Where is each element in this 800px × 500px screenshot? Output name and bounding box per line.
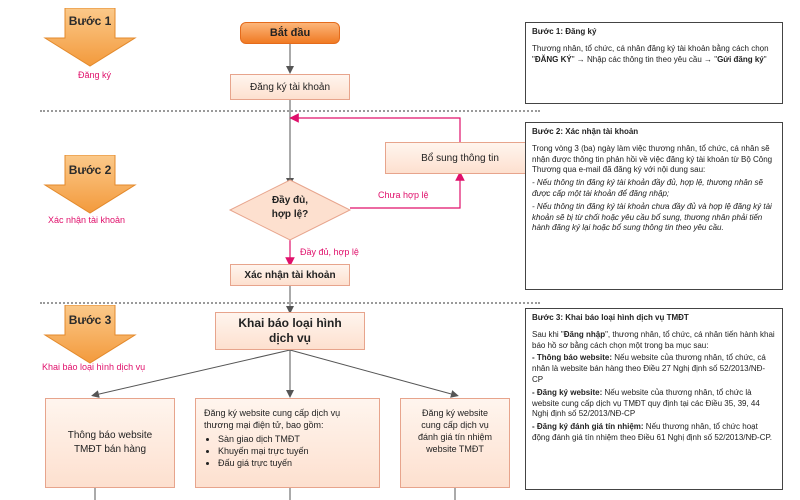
note-text: " [763, 54, 767, 64]
note-text: Nếu thương nhân, tổ chức hoạt động đánh … [532, 422, 773, 442]
step-3-caption: Khai báo loại hình dịch vụ [42, 362, 146, 372]
note-text: Nếu website của thương nhân, tổ chức là … [532, 387, 760, 419]
note-step-3: Bước 3: Khai báo loại hình dịch vụ TMĐT … [525, 308, 783, 490]
option-ecommerce-title: Đăng ký website cung cấp dịch vụ thương … [204, 408, 341, 430]
step-3-label: Bước 3 [68, 313, 112, 327]
declare-line1: Khai báo loại hình [238, 316, 342, 330]
note-text: " → Nhập các thông tin theo yêu cầu → " [571, 54, 718, 64]
option-credit-rating: Đăng ký website cung cấp dịch vụ đánh gi… [400, 398, 510, 488]
note-step-1-text: Thương nhân, tổ chức, cá nhân đăng ký tà… [532, 44, 776, 66]
note-step-2: Bước 2: Xác nhận tài khoản Trong vòng 3 … [525, 122, 783, 290]
note-step-3-title: Bước 3: Khai báo loại hình dịch vụ TMĐT [532, 313, 689, 322]
note-text-bold: - Đăng ký đánh giá tín nhiệm: [532, 422, 644, 432]
arrow-declare-opt3 [289, 349, 459, 398]
note-step-3-p1: Sau khi "Đăng nhập", thương nhân, tổ chứ… [532, 330, 776, 352]
decision-diamond-shape [228, 179, 352, 241]
confirm-account-node: Xác nhận tài khoản [230, 264, 350, 286]
divider-step-2-3 [40, 302, 540, 304]
note-step-1: Bước 1: Đăng ký Thương nhân, tổ chức, cá… [525, 22, 783, 104]
note-step-3-p4: - Đăng ký đánh giá tín nhiệm: Nếu thương… [532, 422, 776, 444]
note-text-bold: - Đăng ký website: [532, 387, 603, 397]
step-2-arrow-shape [43, 155, 137, 214]
note-step-1-title: Bước 1: Đăng ký [532, 27, 597, 36]
step-1-arrow-shape [43, 8, 137, 67]
note-step-2-p1: Trong vòng 3 (ba) ngày làm việc thương n… [532, 143, 773, 175]
note-text-bold: - Thông báo website: [532, 353, 612, 363]
note-text-bold: ĐĂNG KÝ [534, 54, 572, 64]
step-1-label: Bước 1 [68, 14, 112, 28]
note-text: Nếu website của thương nhân, tổ chức, cá… [532, 353, 766, 384]
option-ecommerce-list: Sàn giao dịch TMĐT Khuyến mại trực tuyến… [204, 433, 309, 469]
option-ecommerce-service: Đăng ký website cung cấp dịch vụ thương … [195, 398, 380, 488]
note-step-2-p3: - Nếu thông tin đăng ký tài khoản chưa đ… [532, 201, 772, 233]
divider-step-1-2 [40, 110, 540, 112]
option-ecommerce-item: Sàn giao dịch TMĐT [218, 433, 309, 445]
step-2-caption: Xác nhận tài khoản [48, 215, 126, 225]
note-step-2-title: Bước 2: Xác nhận tài khoản [532, 127, 639, 136]
note-text: Sau khi " [532, 329, 564, 339]
note-text-bold: Đăng nhập [563, 329, 606, 339]
declare-line2: dịch vụ [268, 331, 311, 345]
option-ecommerce-item: Khuyến mại trực tuyến [218, 445, 309, 457]
arrow-supplement-back [289, 113, 461, 142]
note-text: Thương nhân, tổ chức, cá nhân đăng ký tà… [532, 43, 769, 64]
decision-text-line1: Đầy đủ, [271, 195, 309, 206]
step-3-arrow-shape [43, 305, 137, 364]
invalid-label: Chưa hợp lệ [378, 190, 429, 200]
arrow-declare-opt1 [91, 349, 291, 398]
supplement-info-node: Bổ sung thông tin [385, 142, 535, 174]
step-1-caption: Đăng ký [78, 70, 112, 80]
note-step-3-p3: - Đăng ký website: Nếu website của thươn… [532, 388, 776, 420]
decision-text-line2: hợp lệ? [271, 209, 309, 220]
option-website-notice: Thông báo website TMĐT bán hàng [45, 398, 175, 488]
declare-service-node: Khai báo loại hình dịch vụ [215, 312, 365, 350]
step-2-label: Bước 2 [68, 163, 112, 177]
note-text: ", thương nhân, tổ chức, cá nhân tiến hà… [532, 329, 775, 350]
note-step-3-p2: - Thông báo website: Nếu website của thư… [532, 353, 776, 385]
start-node: Bắt đầu [240, 22, 340, 44]
note-step-2-p2: - Nếu thông tin đăng ký tài khoản đầy đủ… [532, 178, 763, 198]
valid-label: Đầy đủ, hợp lệ [300, 247, 359, 257]
decision-text: Đầy đủ, hợp lệ? [240, 194, 340, 222]
arrow-decision-supplement [350, 171, 465, 209]
option-ecommerce-item: Đấu giá trực tuyến [218, 457, 309, 469]
note-text-bold: Gửi đăng ký [717, 54, 764, 64]
register-account-node: Đăng ký tài khoản [230, 74, 350, 100]
